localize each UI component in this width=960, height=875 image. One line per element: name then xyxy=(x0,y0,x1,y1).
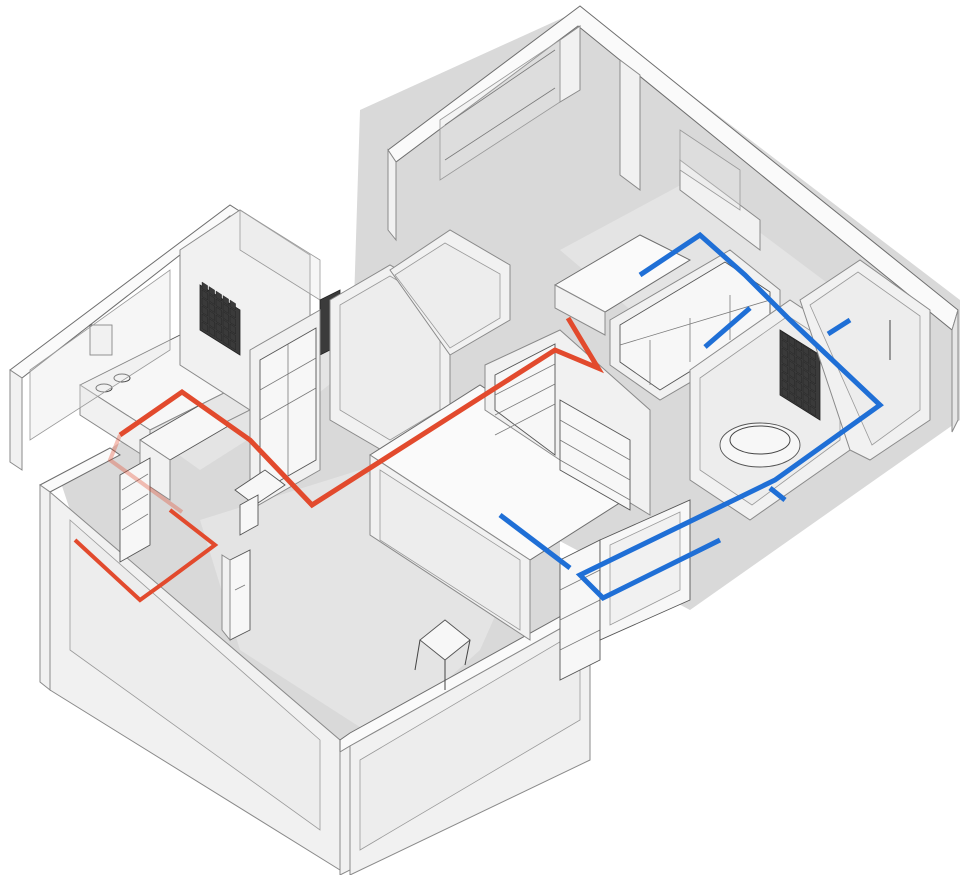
tile xyxy=(781,347,788,359)
tile xyxy=(208,294,215,305)
tile xyxy=(201,321,208,333)
blue-path-branch-4 xyxy=(768,486,787,502)
tile xyxy=(215,330,222,342)
tile xyxy=(802,345,809,356)
tile xyxy=(809,357,816,369)
tile xyxy=(229,315,236,327)
tile xyxy=(208,310,215,321)
tile xyxy=(788,376,795,387)
blue-path-branch-1 xyxy=(498,513,572,570)
tile xyxy=(809,365,816,377)
outer-walls xyxy=(387,5,959,433)
tile xyxy=(802,361,809,372)
tile xyxy=(215,322,222,334)
tile xyxy=(795,380,802,392)
tile xyxy=(788,384,795,395)
tile xyxy=(781,387,788,399)
tile xyxy=(215,306,222,318)
tile xyxy=(229,307,236,319)
blue-path-branch-3 xyxy=(826,317,852,337)
tile xyxy=(201,313,208,325)
tile xyxy=(781,355,788,367)
tile xyxy=(222,295,229,306)
tile xyxy=(208,318,215,329)
tile xyxy=(802,369,809,380)
tile xyxy=(229,323,236,335)
tile xyxy=(208,286,215,297)
tile xyxy=(229,339,236,351)
tile xyxy=(788,392,795,403)
tile xyxy=(802,377,809,388)
tile xyxy=(795,348,802,360)
tile xyxy=(222,311,229,322)
tile xyxy=(201,289,208,301)
tile xyxy=(795,364,802,376)
tile xyxy=(809,373,816,385)
tile xyxy=(788,360,795,371)
tile xyxy=(788,368,795,379)
tile xyxy=(215,298,222,310)
tile xyxy=(809,405,816,417)
tile xyxy=(201,305,208,317)
tile xyxy=(781,379,788,391)
tile xyxy=(781,339,788,351)
tile xyxy=(222,327,229,338)
tile-pattern xyxy=(201,281,236,351)
tile xyxy=(809,389,816,401)
red-path-faded xyxy=(107,434,184,514)
blue-path-branch-2 xyxy=(703,306,752,349)
tile xyxy=(229,299,236,311)
tile xyxy=(201,297,208,309)
tile xyxy=(802,401,809,412)
tile xyxy=(215,290,222,302)
middle-shelving xyxy=(369,329,651,641)
tile xyxy=(215,314,222,326)
tile xyxy=(229,331,236,343)
tile xyxy=(802,393,809,404)
tile xyxy=(795,388,802,400)
tile xyxy=(788,344,795,355)
tile xyxy=(222,335,229,346)
tile xyxy=(781,363,788,375)
tile xyxy=(802,385,809,396)
tile xyxy=(802,353,809,364)
blue-path-main xyxy=(575,231,884,602)
tile xyxy=(795,340,802,352)
tile xyxy=(795,396,802,408)
tile xyxy=(809,397,816,409)
tile xyxy=(201,281,208,293)
tile xyxy=(222,319,229,330)
tile xyxy=(788,336,795,347)
red-path-branch xyxy=(73,508,219,603)
wardrobe-area xyxy=(553,234,781,401)
red-path-main xyxy=(118,316,605,509)
tile xyxy=(781,331,788,343)
tile xyxy=(795,356,802,368)
tile xyxy=(208,302,215,313)
bathroom-right xyxy=(689,259,931,521)
circulation-paths xyxy=(73,231,884,603)
tile-pattern-right xyxy=(781,331,816,417)
tile xyxy=(809,349,816,361)
tile xyxy=(788,352,795,363)
tile xyxy=(795,372,802,384)
tile xyxy=(809,381,816,393)
tile xyxy=(208,326,215,337)
tile xyxy=(781,371,788,383)
tile xyxy=(222,303,229,314)
